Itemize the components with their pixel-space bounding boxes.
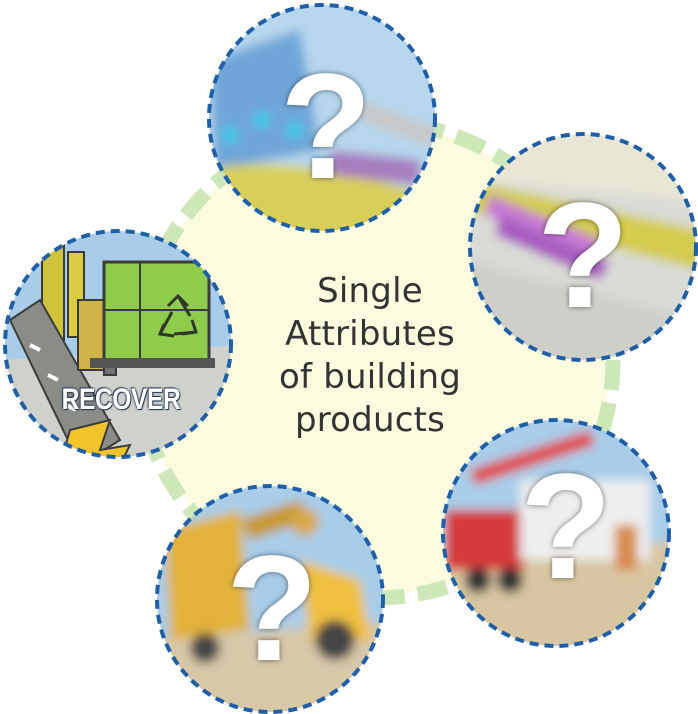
recover-label: RECOVER — [61, 383, 181, 416]
center-title-line1: Single — [317, 271, 423, 311]
center-title-line4: products — [294, 400, 446, 440]
recycle-icon — [157, 293, 198, 338]
question-mark-icon: ? — [280, 42, 372, 210]
question-mark-icon: ? — [520, 442, 612, 610]
stage-circle-top: ? — [207, 3, 437, 233]
question-mark-icon: ? — [226, 524, 318, 692]
question-mark-icon: ? — [537, 171, 629, 339]
stage-circle-recover — [3, 229, 233, 459]
center-title-line3: of building — [279, 357, 461, 397]
center-title-line2: Attributes — [285, 314, 455, 354]
center-title: Single Attributes of building products — [240, 270, 500, 442]
